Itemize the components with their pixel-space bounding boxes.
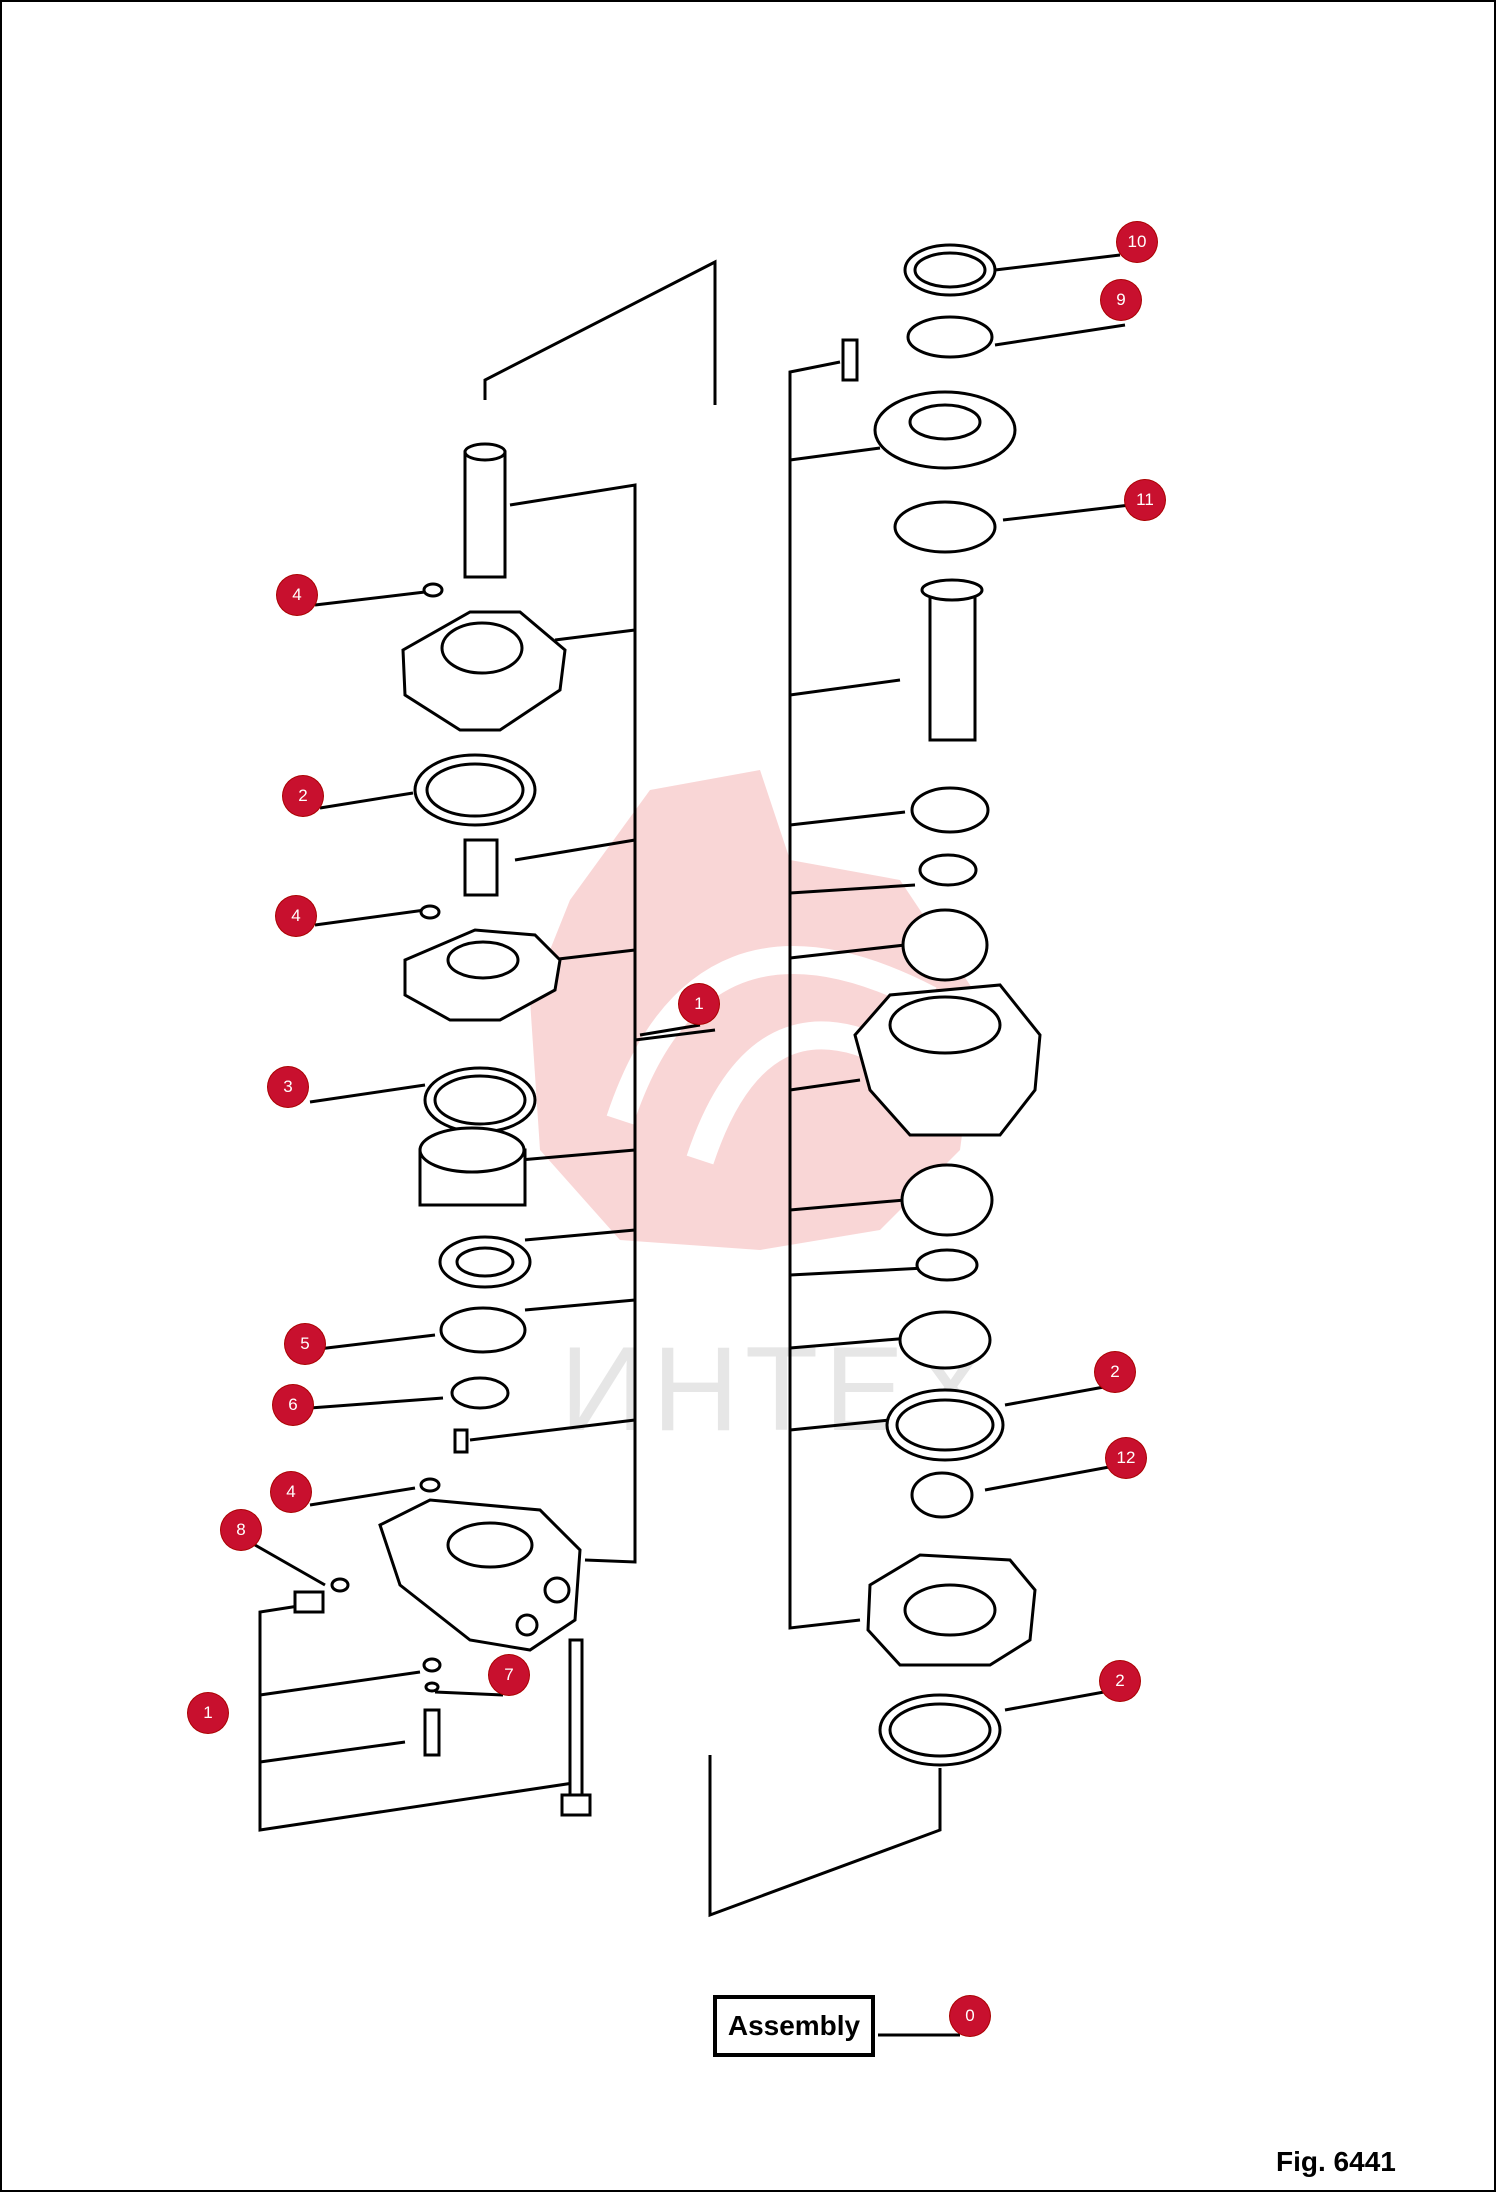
left-bracket-top bbox=[483, 259, 717, 405]
callout-11[interactable]: 11 bbox=[1125, 480, 1165, 520]
callout-0[interactable]: 0 bbox=[950, 1996, 990, 2036]
small-screw bbox=[423, 1708, 441, 1757]
bearing-1 bbox=[910, 786, 990, 834]
plug-8 bbox=[293, 1590, 325, 1614]
bottom-bracket bbox=[708, 1755, 942, 1918]
figure-number: Fig. 6441 bbox=[1276, 2146, 1396, 2177]
output-shaft bbox=[928, 588, 977, 742]
o-ring-6 bbox=[450, 1376, 510, 1410]
screw-top bbox=[841, 338, 859, 382]
callout-4-top[interactable]: 4 bbox=[277, 575, 317, 615]
callout-1-lower[interactable]: 1 bbox=[188, 1693, 228, 1733]
spline-shaft bbox=[463, 450, 507, 579]
callout-1-center[interactable]: 1 bbox=[679, 984, 719, 1024]
callout-2-right[interactable]: 2 bbox=[1095, 1352, 1135, 1392]
callout-2-left[interactable]: 2 bbox=[283, 776, 323, 816]
assembly-label-box: Assembly bbox=[713, 1995, 881, 2063]
bearing-2 bbox=[901, 908, 989, 982]
o-ring-11 bbox=[893, 500, 997, 554]
callout-7[interactable]: 7 bbox=[489, 1655, 529, 1695]
small-gear bbox=[463, 838, 499, 897]
bearing-3 bbox=[900, 1163, 994, 1237]
callout-4-lower[interactable]: 4 bbox=[271, 1472, 311, 1512]
snap-ring-1 bbox=[918, 853, 978, 887]
callout-2-bottom[interactable]: 2 bbox=[1100, 1661, 1140, 1701]
callout-8[interactable]: 8 bbox=[221, 1510, 261, 1550]
o-ring-5 bbox=[439, 1306, 527, 1354]
callout-3[interactable]: 3 bbox=[268, 1067, 308, 1107]
callout-9[interactable]: 9 bbox=[1101, 280, 1141, 320]
ring-9 bbox=[906, 315, 994, 359]
left-group-bracket bbox=[509, 483, 637, 1564]
o-ring-large bbox=[898, 1310, 992, 1370]
callout-12[interactable]: 12 bbox=[1106, 1438, 1146, 1478]
callout-5[interactable]: 5 bbox=[285, 1324, 325, 1364]
snap-ring-2 bbox=[915, 1248, 979, 1282]
long-bolt bbox=[568, 1638, 584, 1802]
right-group-bracket bbox=[788, 360, 861, 1630]
callout-10[interactable]: 10 bbox=[1117, 222, 1157, 262]
callout-4-mid[interactable]: 4 bbox=[276, 896, 316, 936]
callout-6[interactable]: 6 bbox=[273, 1385, 313, 1425]
seal-12 bbox=[910, 1471, 974, 1519]
lower-left-bracket bbox=[258, 1603, 581, 1832]
